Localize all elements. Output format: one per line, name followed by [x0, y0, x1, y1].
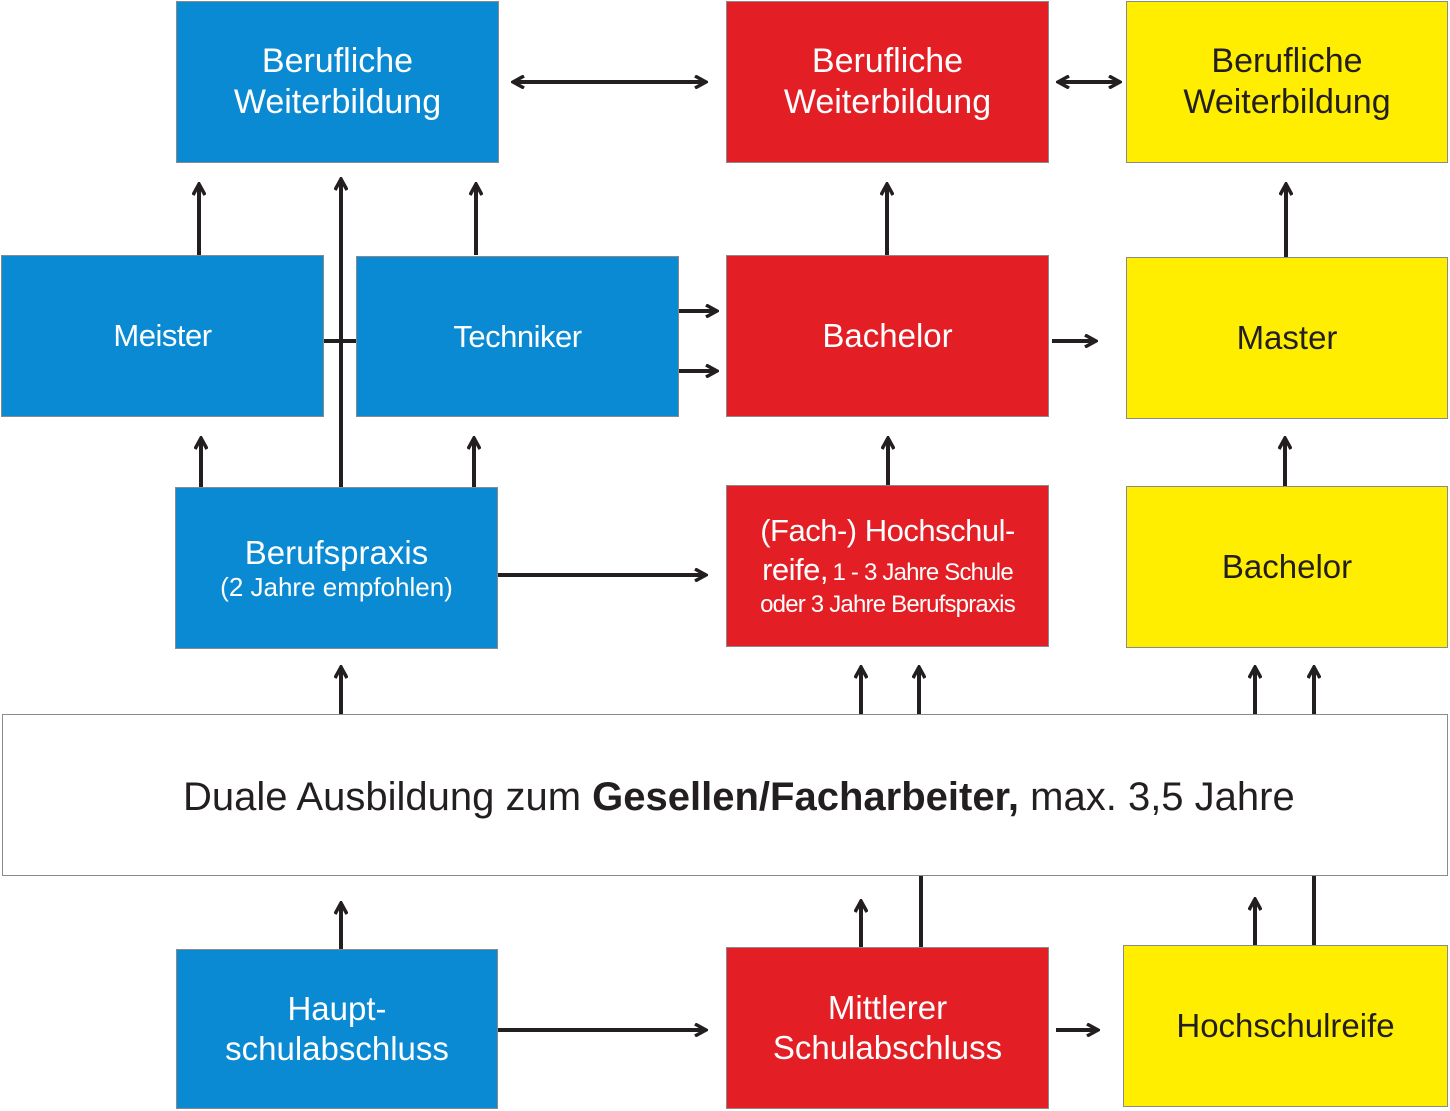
weiterbildung-blue-line2: Weiterbildung — [233, 83, 442, 121]
fach-hochschulreife-line2: reife, 1 - 3 Jahre Schule — [762, 551, 1014, 590]
mittlerer-line2: Schulabschluss — [772, 1029, 1003, 1066]
bachelor-yellow-label: Bachelor — [1221, 548, 1353, 586]
duale-post: max. 3,5 Jahre — [1030, 775, 1295, 819]
bachelor-red-label: Bachelor — [822, 317, 953, 355]
hauptschul-line1: Haupt- — [287, 990, 387, 1028]
box-hauptschulabschluss: Haupt- schulabschluss — [176, 949, 498, 1109]
box-bachelor-red: Bachelor — [726, 255, 1049, 417]
master-label: Master — [1236, 319, 1338, 357]
duale-text: Duale Ausbildung zum Gesellen/Facharbeit… — [183, 773, 1295, 821]
box-techniker: Techniker — [356, 256, 679, 417]
weiterbildung-yellow-line1: Berufliche — [1211, 42, 1363, 81]
box-bachelor-yellow: Bachelor — [1126, 486, 1448, 648]
fach-hochschulreife-line3: oder 3 Jahre Berufspraxis — [760, 590, 1016, 618]
box-meister: Meister — [1, 255, 324, 417]
weiterbildung-red-line1: Berufliche — [811, 42, 964, 81]
techniker-label: Techniker — [453, 318, 582, 354]
box-weiterbildung-yellow: Berufliche Weiterbildung — [1126, 1, 1448, 163]
berufspraxis-note: (2 Jahre empfohlen) — [220, 572, 453, 603]
box-hochschulreife: Hochschulreife — [1123, 945, 1448, 1107]
fach-hochschulreife-line1: (Fach-) Hochschul- — [760, 513, 1015, 549]
box-berufspraxis: Berufspraxis (2 Jahre empfohlen) — [175, 487, 498, 649]
mittlerer-line1: Mittlerer — [827, 989, 948, 1027]
duale-pre: Duale Ausbildung zum — [183, 775, 582, 819]
hauptschul-line2: schulabschluss — [225, 1030, 449, 1067]
meister-label: Meister — [113, 318, 212, 354]
duale-bold: Gesellen/Facharbeiter, — [592, 775, 1020, 819]
weiterbildung-blue-line1: Berufliche — [261, 42, 414, 81]
weiterbildung-red-line2: Weiterbildung — [783, 83, 992, 121]
box-master: Master — [1126, 257, 1448, 419]
box-fach-hochschulreife: (Fach-) Hochschul- reife, 1 - 3 Jahre Sc… — [726, 485, 1049, 647]
box-duale-ausbildung: Duale Ausbildung zum Gesellen/Facharbeit… — [2, 714, 1448, 876]
box-mittlerer-schulabschluss: Mittlerer Schulabschluss — [726, 947, 1049, 1109]
box-weiterbildung-red: Berufliche Weiterbildung — [726, 1, 1049, 163]
fach-hochschulreife-line2-big: reife, — [762, 552, 829, 587]
hochschulreife-label: Hochschulreife — [1176, 1007, 1395, 1045]
fach-hochschulreife-line2-small: 1 - 3 Jahre Schule — [832, 559, 1013, 586]
berufspraxis-title: Berufspraxis — [244, 533, 429, 571]
weiterbildung-yellow-line2: Weiterbildung — [1183, 83, 1391, 121]
box-weiterbildung-blue: Berufliche Weiterbildung — [176, 1, 499, 163]
